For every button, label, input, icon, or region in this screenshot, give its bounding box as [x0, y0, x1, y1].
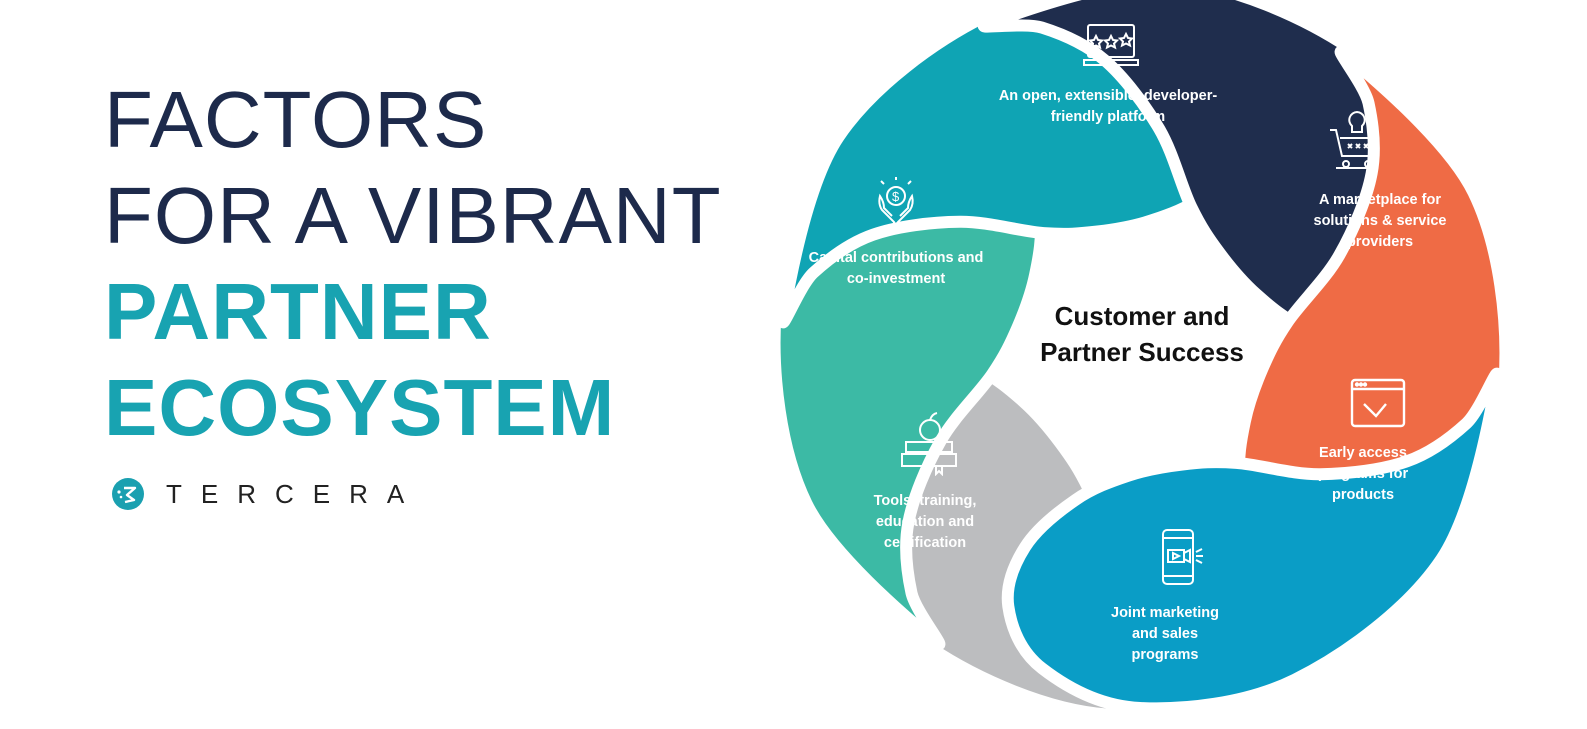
heading-line-factors: FACTORS	[104, 75, 488, 164]
segment-marketing	[1001, 367, 1504, 715]
segment-label-marketplace: A marketplace for solutions & service pr…	[1313, 192, 1447, 250]
heading-line-vibrant: FOR A VIBRANT	[104, 171, 722, 260]
heading-line-partner: PARTNER	[104, 267, 492, 356]
hands-coin-icon: $	[878, 177, 914, 232]
svg-text:$: $	[892, 189, 900, 204]
segment-label-training: Tools, training, education and certifica…	[873, 493, 977, 551]
cart-lightbulb-icon	[1330, 110, 1380, 169]
heading-line-ecosystem: ECOSYSTEM	[104, 363, 616, 452]
center-title-line2: Partner Success	[1040, 337, 1244, 367]
phone-video-icon	[1162, 529, 1203, 585]
logo-text: TERCERA	[166, 478, 424, 509]
segment-label-capital: Capital contributions and co-investment	[808, 250, 984, 287]
browser-window-icon	[1350, 378, 1406, 428]
segment-label-marketing: Joint marketing and sales programs	[1111, 605, 1219, 663]
segment-label-platform: An open, extensible, developer-friendly …	[998, 88, 1218, 125]
segment-label-early-access: Early access programs for products	[1317, 445, 1409, 503]
page-heading: FACTORS FOR A VIBRANT PARTNER ECOSYSTEM	[104, 72, 722, 456]
center-circle	[1022, 230, 1258, 466]
books-apple-icon	[901, 412, 957, 476]
tercera-logo-mark-icon	[112, 478, 144, 510]
center-title: Customer and Partner Success	[992, 298, 1292, 370]
tercera-logo: TERCERA	[112, 478, 423, 510]
laptop-stars-icon	[1083, 24, 1139, 66]
center-title-line1: Customer and	[1054, 301, 1230, 331]
